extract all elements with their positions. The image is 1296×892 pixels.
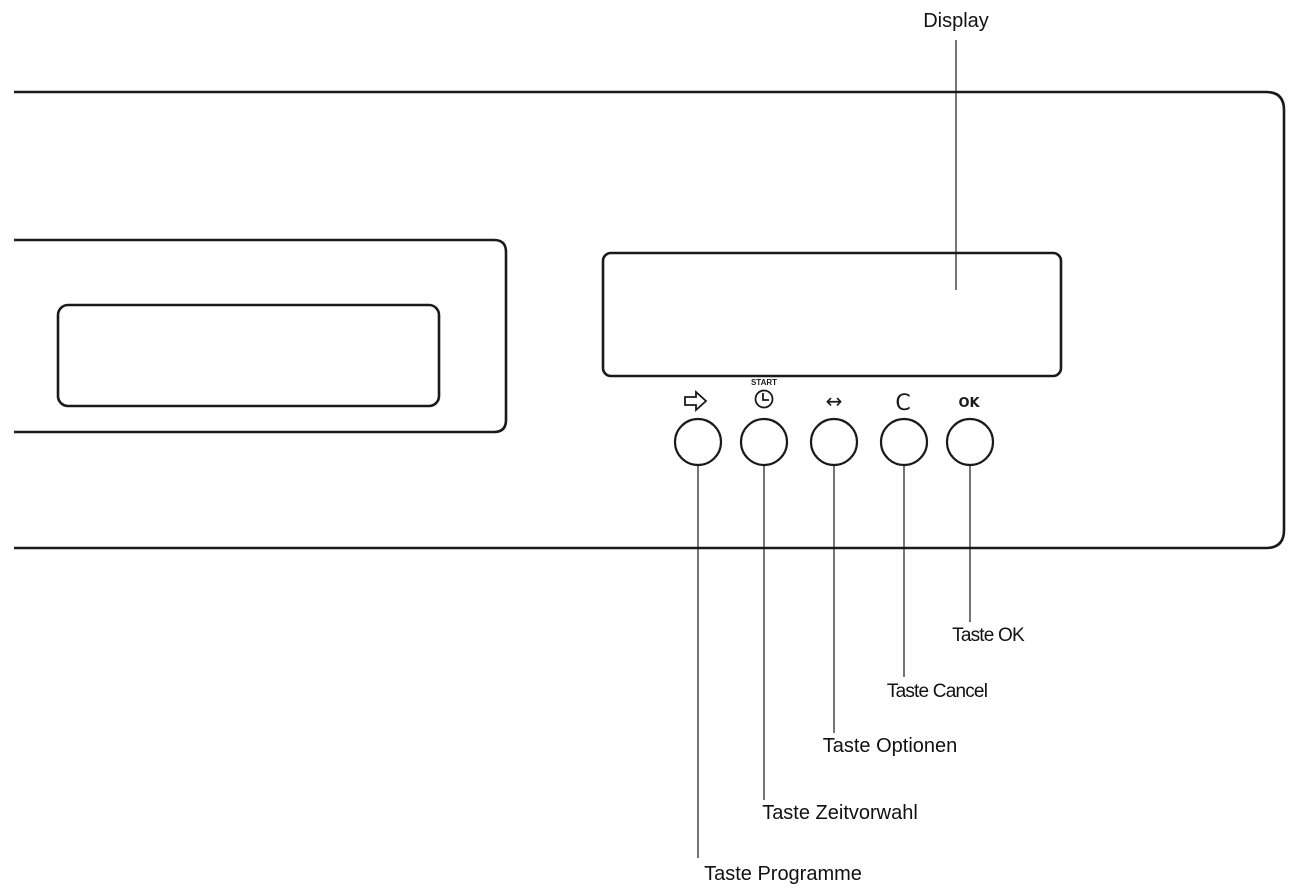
ok-symbol: OK [958, 396, 980, 411]
options-symbol: ↔ [826, 389, 843, 413]
cancel-symbol: C [895, 391, 910, 416]
label-display: Display [923, 10, 989, 32]
label-ok: Taste OK [952, 625, 1025, 646]
clock-icon [754, 389, 774, 409]
label-options: Taste Optionen [823, 735, 958, 757]
label-cancel: Taste Cancel [887, 681, 987, 702]
cancel-button[interactable] [879, 417, 929, 467]
options-button[interactable] [809, 417, 859, 467]
handle-inner-rectangle [56, 303, 441, 408]
display-window [601, 251, 1063, 378]
label-programme: Taste Programme [704, 863, 862, 885]
programme-arrow-icon [684, 389, 708, 413]
label-delay-start: Taste Zeitvorwahl [762, 802, 918, 824]
ok-button[interactable] [945, 417, 995, 467]
handle-recess [14, 238, 508, 434]
programme-button[interactable] [673, 417, 723, 467]
panel-outline [14, 90, 1286, 550]
start-caption: START [751, 378, 777, 387]
delay-start-button[interactable] [739, 417, 789, 467]
